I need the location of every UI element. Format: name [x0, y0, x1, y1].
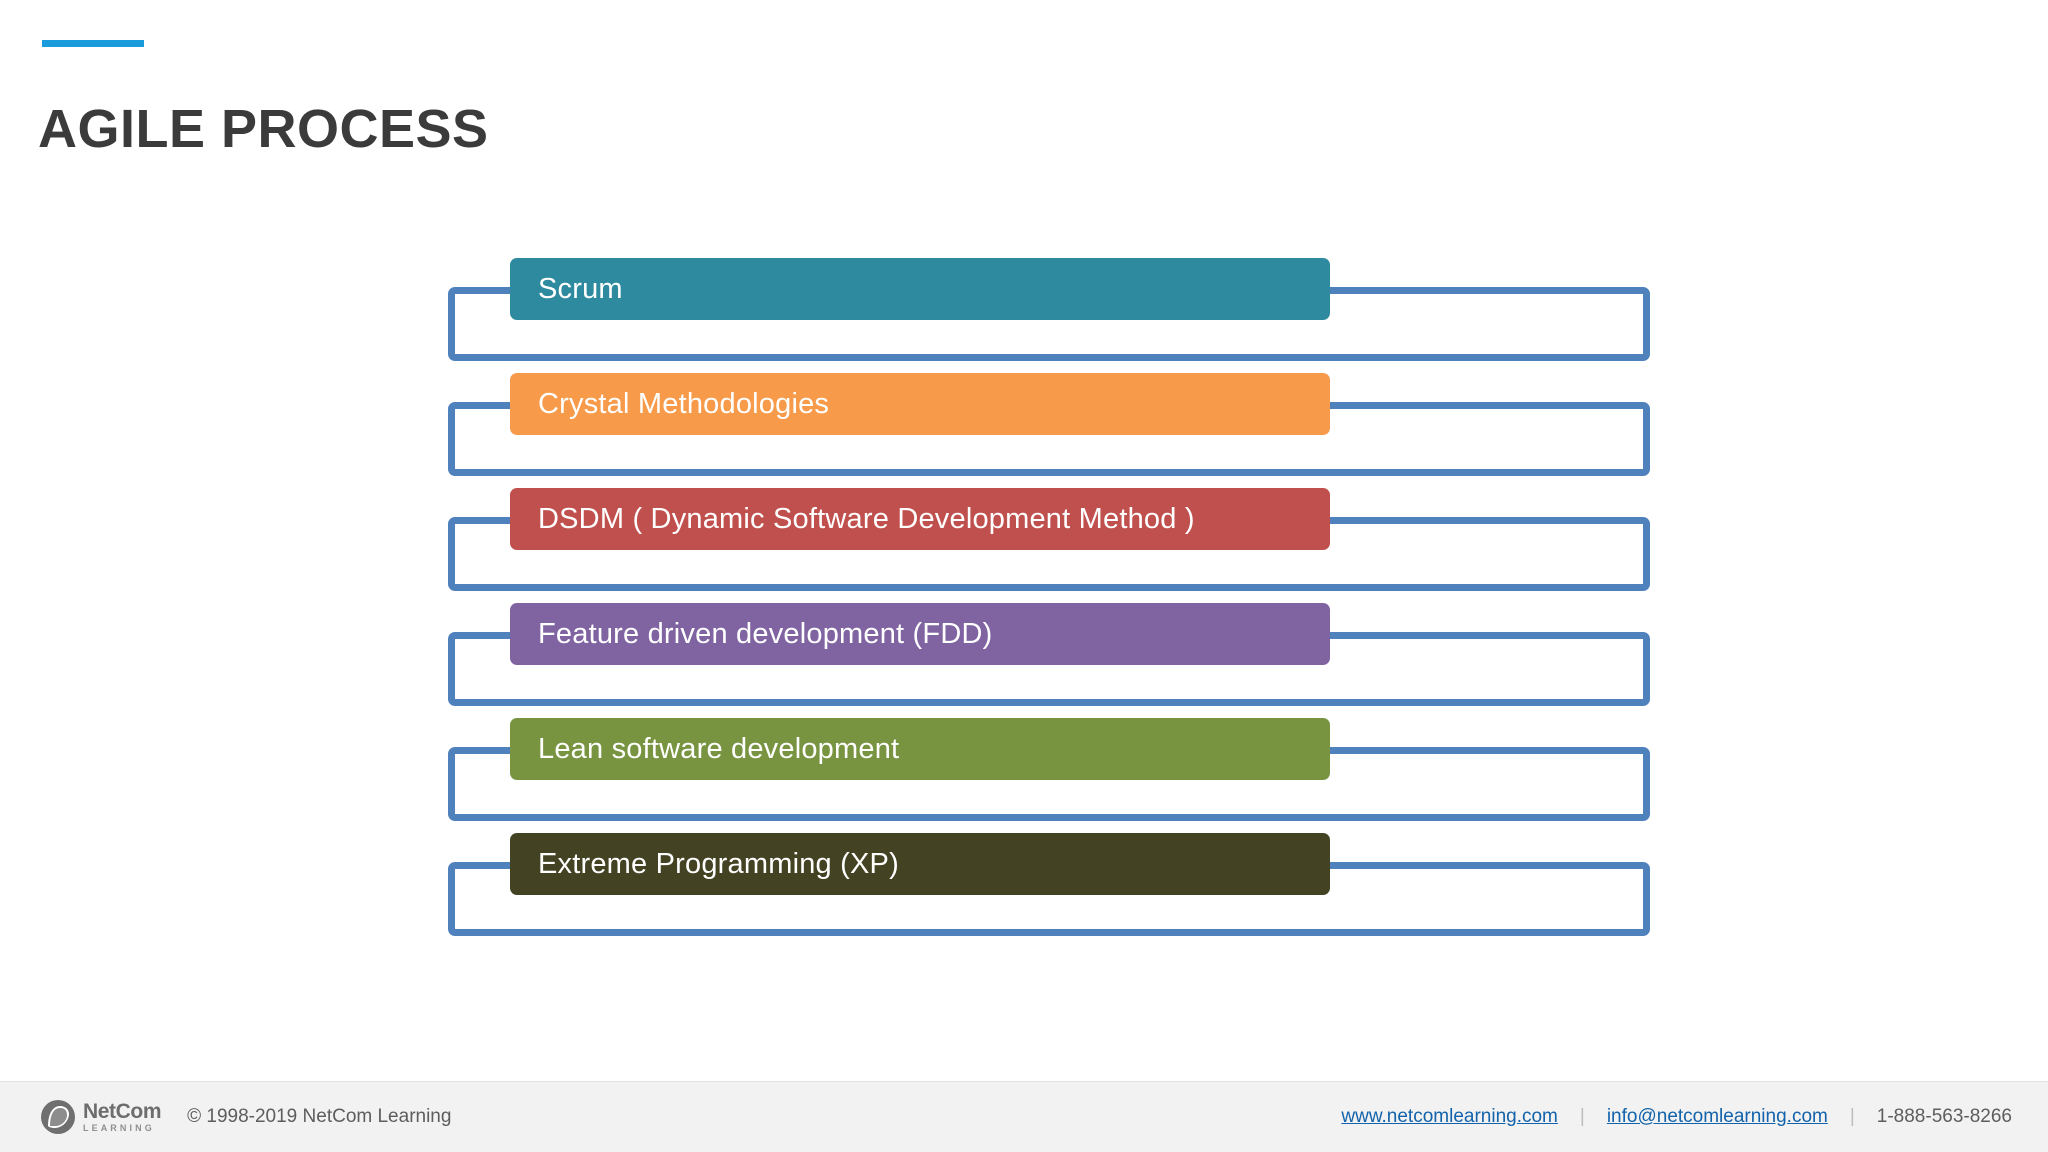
diagram-row: Scrum	[440, 258, 1650, 373]
footer-divider: |	[1579, 1106, 1585, 1127]
process-bar-dsdm[interactable]: DSDM ( Dynamic Software Development Meth…	[510, 488, 1330, 550]
process-bar-feature-driven-development[interactable]: Feature driven development (FDD)	[510, 603, 1330, 665]
process-bar-crystal-methodologies[interactable]: Crystal Methodologies	[510, 373, 1330, 435]
diagram-row: Lean software development	[440, 718, 1650, 833]
copyright-text: © 1998-2019 NetCom Learning	[187, 1106, 452, 1127]
logo-subtitle: LEARNING	[83, 1123, 155, 1133]
slide-footer: NetCom LEARNING © 1998-2019 NetCom Learn…	[0, 1081, 2048, 1152]
diagram-row: Crystal Methodologies	[440, 373, 1650, 488]
email-link[interactable]: info@netcomlearning.com	[1606, 1106, 1828, 1127]
netcom-logo-icon	[41, 1100, 75, 1134]
footer-branding: NetCom LEARNING © 1998-2019 NetCom Learn…	[40, 1082, 451, 1152]
phone-number: 1-888-563-8266	[1876, 1106, 2012, 1127]
logo-name: NetCom	[83, 1100, 162, 1123]
process-bar-scrum[interactable]: Scrum	[510, 258, 1330, 320]
agile-process-diagram: Scrum Crystal Methodologies DSDM ( Dynam…	[440, 258, 1650, 938]
footer-divider: |	[1849, 1106, 1855, 1127]
netcom-logo-text: NetCom LEARNING	[83, 1100, 162, 1133]
footer-contact: www.netcomlearning.com | info@netcomlear…	[1341, 1082, 2012, 1152]
diagram-row: Feature driven development (FDD)	[440, 603, 1650, 718]
website-link[interactable]: www.netcomlearning.com	[1341, 1106, 1558, 1127]
title-accent-bar	[42, 40, 144, 47]
page-title: AGILE PROCESS	[38, 99, 489, 160]
diagram-row: Extreme Programming (XP)	[440, 833, 1650, 948]
process-bar-extreme-programming[interactable]: Extreme Programming (XP)	[510, 833, 1330, 895]
process-bar-lean-software-development[interactable]: Lean software development	[510, 718, 1330, 780]
diagram-row: DSDM ( Dynamic Software Development Meth…	[440, 488, 1650, 603]
netcom-logo: NetCom LEARNING	[40, 1099, 162, 1135]
